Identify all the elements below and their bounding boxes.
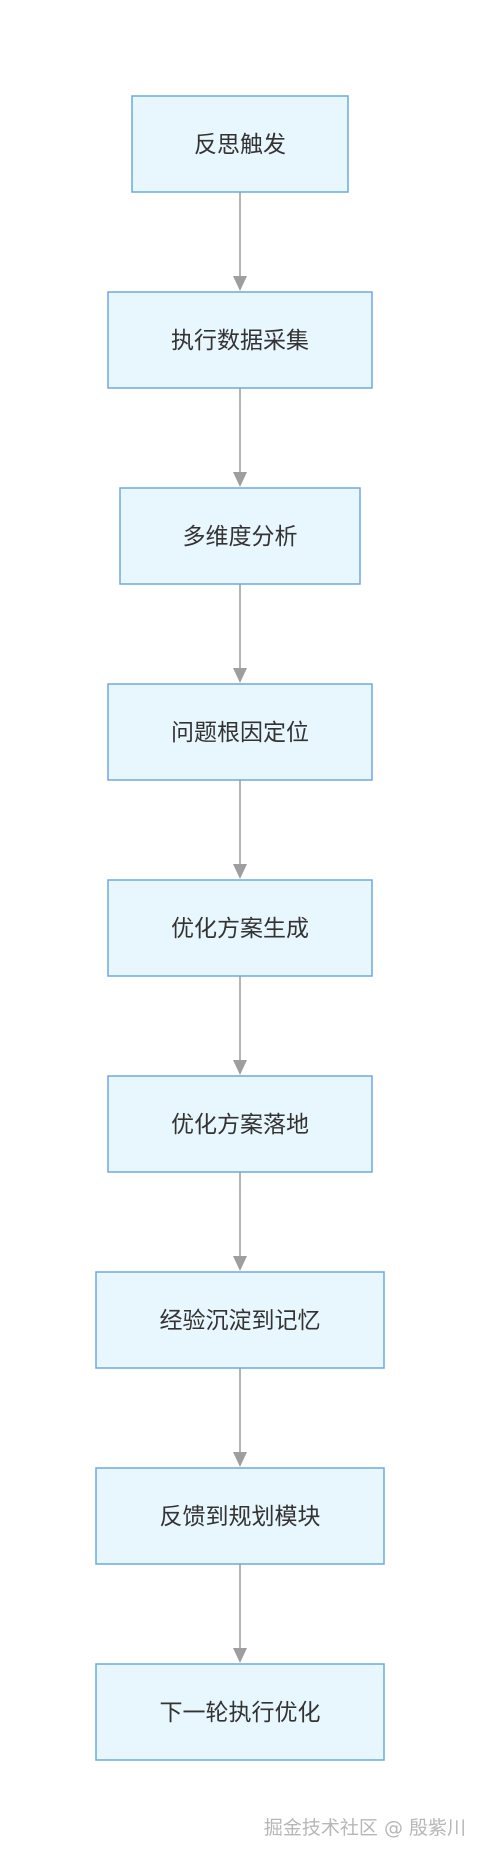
flow-node-box xyxy=(95,1663,385,1761)
flow-edge-7 xyxy=(233,1368,247,1467)
flow-node-box xyxy=(131,95,349,193)
watermark: 掘金技术社区 @ 殷紫川 xyxy=(263,1817,466,1839)
flow-node-box xyxy=(107,1075,373,1173)
flow-edges xyxy=(233,192,247,1663)
flow-node-1: 反思触发 xyxy=(131,95,349,193)
flow-edge-3 xyxy=(233,584,247,683)
flow-node-box xyxy=(107,291,373,389)
flow-node-8: 反馈到规划模块 xyxy=(95,1467,385,1565)
flow-edge-6 xyxy=(233,1172,247,1271)
arrow-down-icon xyxy=(233,668,247,683)
arrow-down-icon xyxy=(233,1060,247,1075)
flow-node-label: 多维度分析 xyxy=(183,524,298,550)
flow-node-9: 下一轮执行优化 xyxy=(95,1663,385,1761)
flow-edge-2 xyxy=(233,388,247,487)
flow-edge-4 xyxy=(233,780,247,879)
flow-edge-8 xyxy=(233,1564,247,1663)
arrow-down-icon xyxy=(233,1256,247,1271)
flow-node-label: 优化方案落地 xyxy=(171,1112,309,1138)
flow-node-box xyxy=(107,879,373,977)
flow-node-label: 反思触发 xyxy=(194,132,286,158)
flow-node-box xyxy=(95,1467,385,1565)
flow-node-box xyxy=(95,1271,385,1369)
arrow-down-icon xyxy=(233,1452,247,1467)
flow-node-7: 经验沉淀到记忆 xyxy=(95,1271,385,1369)
flow-node-5: 优化方案生成 xyxy=(107,879,373,977)
flow-node-label: 问题根因定位 xyxy=(171,720,309,746)
flow-node-label: 反馈到规划模块 xyxy=(160,1504,321,1530)
flow-node-4: 问题根因定位 xyxy=(107,683,373,781)
flow-node-label: 执行数据采集 xyxy=(171,328,309,354)
flow-node-3: 多维度分析 xyxy=(119,487,361,585)
flow-node-box xyxy=(119,487,361,585)
flow-edge-5 xyxy=(233,976,247,1075)
arrow-down-icon xyxy=(233,472,247,487)
arrow-down-icon xyxy=(233,864,247,879)
flow-node-2: 执行数据采集 xyxy=(107,291,373,389)
flow-nodes: 反思触发执行数据采集多维度分析问题根因定位优化方案生成优化方案落地经验沉淀到记忆… xyxy=(95,95,385,1761)
flow-node-label: 经验沉淀到记忆 xyxy=(160,1308,321,1334)
arrow-down-icon xyxy=(233,1648,247,1663)
flow-node-label: 优化方案生成 xyxy=(171,916,309,942)
arrow-down-icon xyxy=(233,276,247,291)
flow-edge-1 xyxy=(233,192,247,291)
flow-node-box xyxy=(107,683,373,781)
flow-node-6: 优化方案落地 xyxy=(107,1075,373,1173)
flow-node-label: 下一轮执行优化 xyxy=(160,1700,321,1726)
